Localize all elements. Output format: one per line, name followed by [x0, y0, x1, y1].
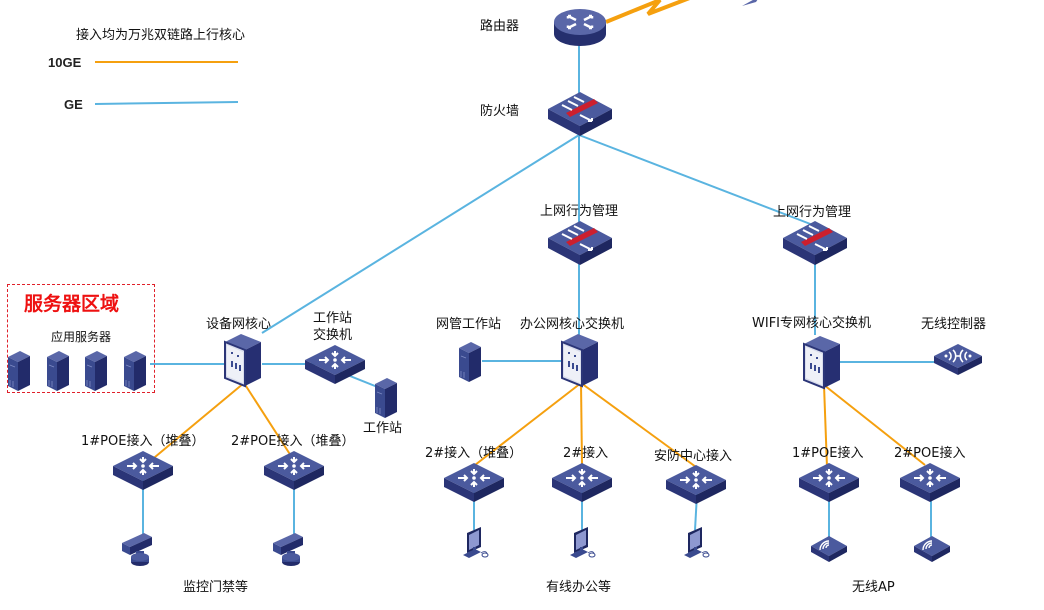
legend-key-ge: GE: [64, 97, 83, 112]
legend-key-10ge: 10GE: [48, 55, 82, 70]
firewall-label: 防火墙: [480, 104, 520, 119]
wifi-poe-access-1-icon[interactable]: [798, 462, 860, 503]
server-zone-box: [7, 284, 155, 393]
camera-2-icon[interactable]: [273, 533, 303, 566]
workstation-switch-label-line1: 工作站: [313, 311, 353, 326]
pc-1-icon[interactable]: [462, 526, 489, 559]
workstation-label: 工作站: [363, 421, 403, 436]
router-label: 路由器: [480, 19, 520, 34]
office-core-switch-icon[interactable]: [561, 333, 599, 387]
link-device-core-poe1: [148, 382, 245, 463]
group-surveillance-label: 监控门禁等: [183, 580, 249, 595]
link-wifi-core-poe1: [823, 384, 828, 468]
internet-cloud-edge-icon: [742, 0, 758, 6]
link-office-core-access2: [580, 382, 583, 466]
wifi-core-label: WIFI专网核心交换机: [752, 316, 871, 331]
legend-line-ge: [94, 101, 239, 105]
office-access-stack-label: 2#接入（堆叠）: [425, 446, 523, 461]
poe-access-1-label: 1#POE接入（堆叠）: [81, 434, 205, 449]
wan-lightning-link: [605, 0, 690, 24]
behavior-mgmt-1-label: 上网行为管理: [540, 204, 619, 219]
poe-access-1-icon[interactable]: [112, 450, 174, 491]
workstation-switch-label-line2: 交换机: [313, 328, 353, 343]
office-access-stack-icon[interactable]: [443, 462, 505, 503]
behavior-mgmt-2-label: 上网行为管理: [773, 205, 852, 220]
behavior-mgmt-1-icon[interactable]: [547, 220, 613, 266]
group-wired-office-label: 有线办公等: [546, 580, 612, 595]
wireless-ap-2-icon[interactable]: [913, 535, 951, 563]
app-servers-label: 应用服务器: [51, 330, 112, 344]
wireless-controller-label: 无线控制器: [921, 317, 987, 332]
link-device-core-poe2: [243, 382, 294, 460]
wifi-poe-access-2-icon[interactable]: [899, 462, 961, 503]
wifi-core-switch-icon[interactable]: [803, 335, 841, 389]
firewall-icon[interactable]: [547, 91, 613, 137]
office-core-label: 办公网核心交换机: [520, 317, 625, 332]
office-access-2-icon[interactable]: [551, 462, 613, 503]
poe-access-2-label: 2#POE接入（堆叠）: [231, 434, 355, 449]
server-zone-title: 服务器区域: [24, 293, 120, 315]
wireless-ap-1-icon[interactable]: [810, 535, 848, 563]
link-office-core-access1: [474, 382, 582, 466]
workstation-icon[interactable]: [374, 377, 398, 419]
nms-workstation-icon[interactable]: [458, 341, 482, 383]
wifi-poe-2-label: 2#POE接入: [894, 446, 966, 461]
legend-note: 接入均为万兆双链路上行核心: [76, 28, 246, 43]
router-icon[interactable]: [552, 7, 608, 48]
tenge-links: [148, 0, 926, 468]
wifi-poe-1-label: 1#POE接入: [792, 446, 864, 461]
wireless-controller-icon[interactable]: [933, 343, 983, 376]
link-office-core-security: [580, 382, 697, 468]
behavior-mgmt-2-icon[interactable]: [782, 220, 848, 266]
security-access-icon[interactable]: [665, 464, 727, 505]
office-access-2-label: 2#接入: [563, 446, 609, 461]
poe-access-2-icon[interactable]: [263, 450, 325, 491]
device-core-label: 设备网核心: [206, 317, 272, 332]
group-wireless-ap-label: 无线AP: [852, 580, 895, 595]
device-core-switch-icon[interactable]: [224, 333, 262, 387]
ge-links: [142, 45, 935, 538]
pc-3-icon[interactable]: [683, 526, 710, 559]
camera-1-icon[interactable]: [122, 533, 152, 566]
link-wifi-core-poe2: [823, 384, 926, 466]
nms-workstation-label: 网管工作站: [436, 317, 502, 332]
link-firewall-mgmt2: [578, 134, 814, 226]
security-access-label: 安防中心接入: [654, 449, 733, 464]
pc-2-icon[interactable]: [569, 526, 596, 559]
link-firewall-device-core: [261, 134, 580, 334]
